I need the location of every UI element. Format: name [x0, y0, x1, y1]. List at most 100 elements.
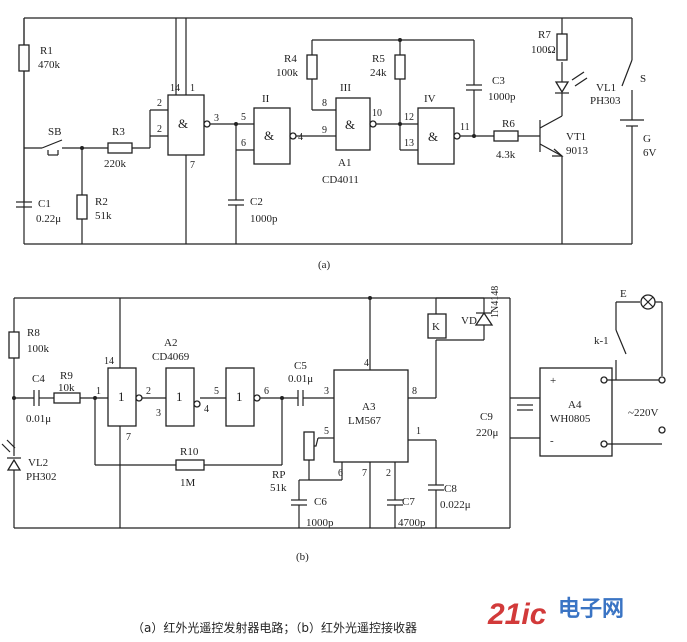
svg-text:100k: 100k: [276, 67, 299, 79]
capacitor-c1: C1 0.22μ: [16, 148, 61, 225]
svg-text:7: 7: [362, 468, 367, 479]
svg-text:1: 1: [190, 83, 195, 94]
svg-text:A4: A4: [568, 399, 582, 411]
svg-text:3: 3: [156, 408, 161, 419]
svg-text:+: +: [550, 375, 556, 387]
svg-text:k-1: k-1: [594, 335, 609, 347]
svg-text:24k: 24k: [370, 67, 387, 79]
svg-text:8: 8: [322, 98, 327, 109]
svg-text:8: 8: [412, 386, 417, 397]
svg-text:PH302: PH302: [26, 471, 57, 483]
svg-text:14: 14: [170, 83, 180, 94]
resistor-r5: R5 24k: [370, 53, 406, 80]
capacitor-c6: C6 1000p: [291, 496, 334, 529]
svg-text:0.01μ: 0.01μ: [26, 413, 51, 425]
svg-text:6: 6: [338, 468, 343, 479]
svg-text:CD4011: CD4011: [322, 174, 359, 186]
svg-text:R9: R9: [60, 370, 73, 382]
svg-text:5: 5: [324, 426, 329, 437]
svg-text:5: 5: [214, 386, 219, 397]
svg-text:9013: 9013: [566, 145, 589, 157]
inverter-1: 1 14 1 2 7: [96, 356, 151, 443]
svg-text:R7: R7: [538, 29, 551, 41]
svg-text:4700p: 4700p: [398, 517, 426, 529]
figure-caption: （a）红外光遥控发射器电路；（b）红外光遥控接收器: [132, 620, 417, 635]
svg-text:VT1: VT1: [566, 131, 586, 143]
svg-text:S: S: [640, 73, 646, 85]
resistor-r1: R1 470k: [18, 44, 61, 72]
svg-text:12: 12: [404, 112, 414, 123]
svg-text:6V: 6V: [643, 147, 657, 159]
capacitor-c8: C8 0.022μ: [428, 483, 471, 511]
svg-text:C1: C1: [38, 198, 51, 210]
svg-text:10: 10: [372, 108, 382, 119]
svg-text:&: &: [345, 117, 355, 132]
svg-text:&: &: [178, 116, 188, 131]
resistor-r4: R4 100k: [276, 53, 318, 80]
battery-g: G 6V: [620, 119, 657, 159]
capacitor-c3: C3 1000p: [466, 75, 516, 103]
svg-text:2: 2: [157, 98, 162, 109]
watermark-logo: 21ic 电子网: [487, 597, 624, 631]
svg-text:E: E: [620, 288, 627, 300]
svg-text:5: 5: [241, 112, 246, 123]
svg-text:G: G: [643, 133, 651, 145]
nand-gate-1: & 14 1 2 2 3 7: [157, 83, 219, 171]
ir-led-vl1: VL1 PH303: [554, 71, 621, 107]
svg-text:1000p: 1000p: [306, 517, 334, 529]
svg-text:4.3k: 4.3k: [496, 149, 516, 161]
transistor-vt1: VT1 9013: [539, 115, 589, 157]
svg-text:4: 4: [364, 358, 369, 369]
svg-text:1: 1: [96, 386, 101, 397]
svg-text:9: 9: [322, 125, 327, 136]
transmitter-circuit: R1 470k SB C1 0.22μ R2 51k: [16, 17, 657, 271]
resistor-r6: R6 4.3k: [493, 118, 519, 161]
receiver-circuit: R8 100k C4 0.01μ R9 10k VL2 PH3: [1, 286, 666, 563]
resistor-r2: R2 51k: [76, 194, 112, 222]
svg-text:0.01μ: 0.01μ: [288, 373, 313, 385]
svg-text:0.22μ: 0.22μ: [36, 213, 61, 225]
tone-decoder-a3: A3 LM567 4 3 8 5 6 7 2 1: [324, 358, 421, 479]
svg-text:13: 13: [404, 138, 414, 149]
svg-text:SB: SB: [48, 126, 61, 138]
svg-text:-: -: [550, 435, 554, 447]
svg-text:2: 2: [146, 386, 151, 397]
svg-text:1: 1: [236, 389, 243, 404]
capacitor-c4: C4 0.01μ: [26, 373, 51, 425]
svg-text:1000p: 1000p: [488, 91, 516, 103]
power-switch-s: S: [621, 18, 646, 120]
svg-text:2: 2: [386, 468, 391, 479]
svg-text:1: 1: [176, 389, 183, 404]
svg-text:R8: R8: [27, 327, 40, 339]
svg-text:II: II: [262, 93, 270, 105]
svg-text:III: III: [340, 82, 351, 94]
nand-gate-3: & III 8 9 10: [322, 82, 382, 151]
svg-text:1000p: 1000p: [250, 213, 278, 225]
capacitor-c5: C5 0.01μ: [288, 360, 313, 406]
svg-text:2: 2: [157, 124, 162, 135]
svg-text:100k: 100k: [27, 343, 50, 355]
relay-contact-k1: k-1: [594, 329, 627, 355]
svg-text:LM567: LM567: [348, 415, 382, 427]
resistor-r10: R10 1M: [175, 446, 205, 489]
svg-text:3: 3: [214, 113, 219, 124]
svg-text:3: 3: [324, 386, 329, 397]
svg-text:电子网: 电子网: [558, 597, 624, 622]
svg-text:10k: 10k: [58, 382, 75, 394]
svg-text:&: &: [428, 129, 438, 144]
svg-text:6: 6: [264, 386, 269, 397]
svg-text:R3: R3: [112, 126, 125, 138]
svg-text:C7: C7: [402, 496, 415, 508]
svg-text:A2: A2: [164, 337, 177, 349]
svg-text:1M: 1M: [180, 477, 196, 489]
svg-text:A1: A1: [338, 157, 351, 169]
svg-text:0.022μ: 0.022μ: [440, 499, 471, 511]
diode-vd: VD 1N4148: [461, 286, 501, 340]
resistor-r3: R3 220k: [104, 126, 133, 170]
capacitor-c7: C7 4700p: [387, 496, 426, 529]
svg-text:1: 1: [416, 426, 421, 437]
svg-text:IV: IV: [424, 93, 436, 105]
svg-text:WH0805: WH0805: [550, 413, 591, 425]
svg-text:~220V: ~220V: [628, 407, 658, 419]
svg-text:CD4069: CD4069: [152, 351, 190, 363]
